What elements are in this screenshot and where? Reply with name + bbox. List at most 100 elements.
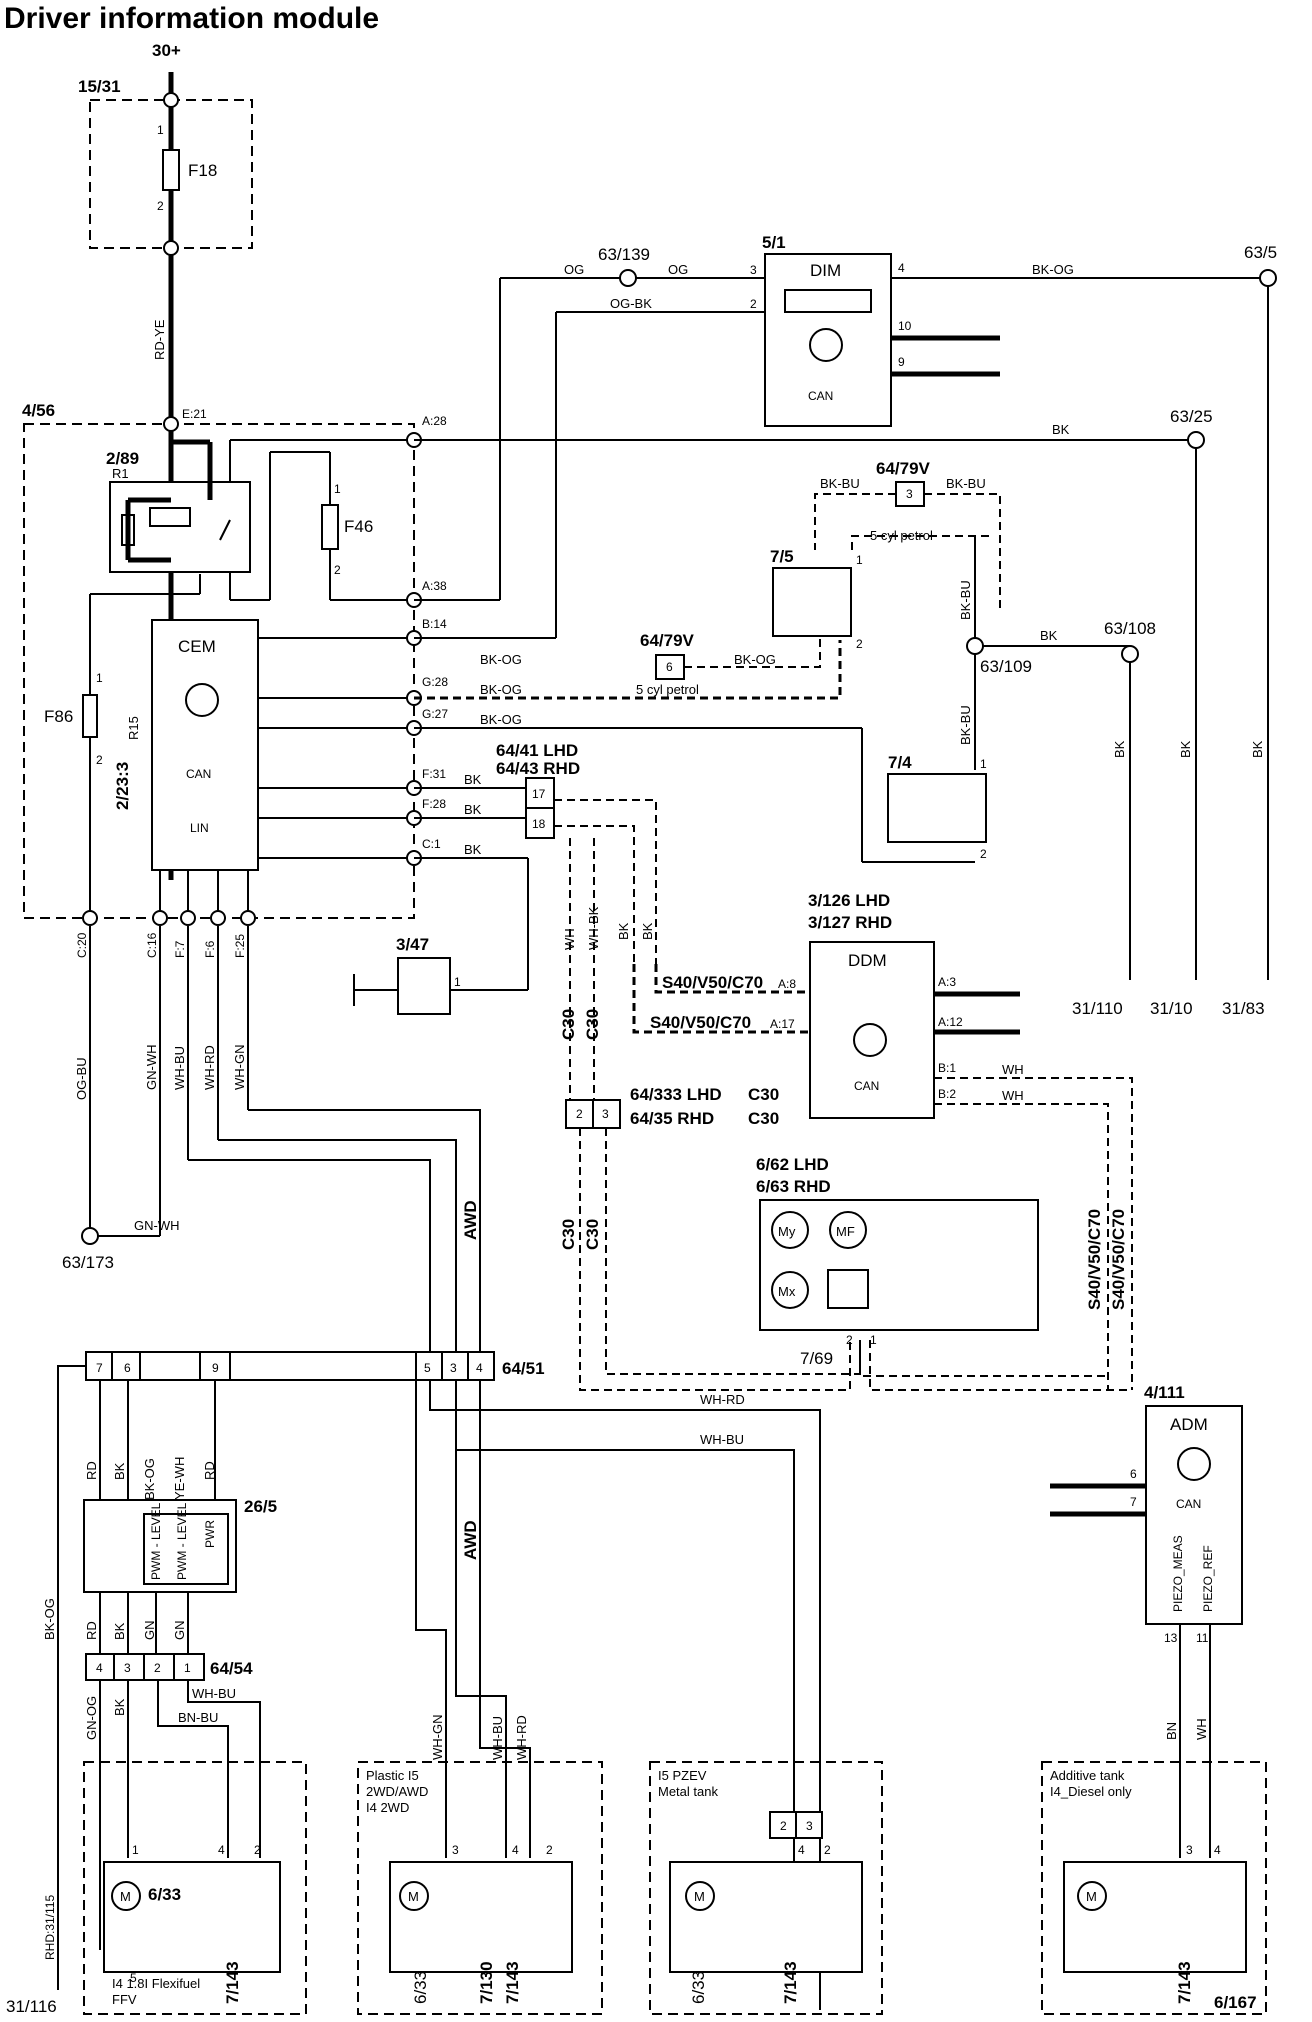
wire-rd-c: RD: [84, 1621, 99, 1640]
pin-dim2: 2: [750, 297, 757, 311]
p3-4: 4: [798, 1843, 805, 1857]
conn-6479v-a-pin: 3: [906, 487, 913, 501]
p6454-4: 4: [96, 1661, 103, 1675]
wire-bk-og-v: BK-OG: [142, 1458, 157, 1500]
pin-adm13: 13: [1164, 1631, 1178, 1645]
fuse-f46: [321, 504, 339, 550]
variant-4: [1041, 1761, 1267, 2015]
fuse-f86-pin2: 2: [96, 753, 103, 767]
pin-b14: B:14: [422, 617, 447, 631]
relay-r1: R1: [112, 466, 129, 481]
wire-bk-c: BK: [112, 1622, 127, 1640]
adm-id: 4/111: [1144, 1383, 1185, 1402]
p6451-7: 7: [96, 1361, 103, 1375]
seat-mf: MF: [836, 1224, 855, 1239]
piezo-meas: PIEZO_MEAS: [1171, 1535, 1185, 1612]
sensor-7-5: [772, 567, 852, 637]
fuse-f86-pin1: 1: [96, 671, 103, 685]
p6454-1: 1: [184, 1661, 191, 1675]
pin-ddm-b1: B:1: [938, 1061, 956, 1075]
p2-3: 3: [452, 1843, 459, 1857]
pin-dim4: 4: [898, 261, 905, 275]
pin-adm6: 6: [1130, 1467, 1137, 1481]
splice-63-109: 63/109: [980, 657, 1032, 676]
pin-adm7: 7: [1130, 1495, 1137, 1509]
pin-17: 17: [532, 787, 546, 801]
wire-rd-a: RD: [84, 1461, 99, 1480]
seat-sub: 7/69: [800, 1349, 833, 1368]
v4-a: Additive tank: [1050, 1768, 1125, 1783]
wire-wh-gn-l: WH-GN: [430, 1715, 445, 1761]
fuse-f18-pin1: 1: [157, 123, 164, 137]
u2-s2: 7/143: [503, 1961, 522, 2004]
wire-wh-a: WH: [562, 928, 577, 950]
p1-4: 4: [218, 1843, 225, 1857]
pin-c16: C:16: [145, 932, 159, 958]
v2-a: Plastic I5: [366, 1768, 419, 1783]
v4-m: M: [1086, 1889, 1097, 1904]
conn-6479v-b-label: 64/79V: [640, 631, 695, 650]
wire-bk-bu-a: BK-BU: [820, 476, 860, 491]
wire-bk-a: BK: [112, 1462, 127, 1480]
cem-lin: LIN: [190, 821, 209, 835]
pin-18: 18: [532, 817, 546, 831]
conn-6479v-b-pin: 6: [666, 660, 673, 674]
wire-wh-rd: WH-RD: [202, 1045, 217, 1090]
s74-pin2: 2: [980, 847, 987, 861]
wire-wh-adm: WH: [1194, 1718, 1209, 1740]
fusebox-top-label: 15/31: [78, 77, 121, 96]
wire-gn-a: GN: [142, 1621, 157, 1641]
u2-m: 6/33: [411, 1971, 430, 2004]
v1-sub: FFV: [112, 1992, 137, 2007]
wire-og-bu: OG-BU: [74, 1057, 89, 1100]
seat-mx: Mx: [778, 1284, 796, 1299]
pwm-level-1: PWM - LEVEL: [149, 1502, 163, 1580]
wire-wh-rd-h: WH-RD: [700, 1392, 745, 1407]
wire-bk-og-left: BK-OG: [42, 1598, 57, 1640]
s40-b: S40/V50/C70: [650, 1013, 751, 1032]
wire-wh-bu-l2: WH-BU: [490, 1716, 505, 1760]
wire-og-a: OG: [564, 262, 584, 277]
pin-c20: C:20: [75, 932, 89, 958]
conn-6443-label: 64/43 RHD: [496, 759, 580, 778]
s75-pin2: 2: [856, 637, 863, 651]
resistor-r15: R15: [126, 716, 141, 740]
pin-f31: F:31: [422, 767, 446, 781]
relay-label: 2/89: [106, 449, 139, 468]
pin-f6: F:6: [203, 940, 217, 958]
wire-wh-bu: WH-BU: [172, 1046, 187, 1090]
wire-bk-f28: BK: [464, 802, 482, 817]
seat-pin1: 1: [870, 1333, 877, 1347]
ddm-rhd: 3/127 RHD: [808, 913, 892, 932]
splice-63-139: 63/139: [598, 245, 650, 264]
pin-e21: E:21: [182, 407, 207, 421]
c30-e: C30: [748, 1085, 779, 1104]
p4-3: 3: [1186, 1843, 1193, 1857]
splice-63-108: 63/108: [1104, 619, 1156, 638]
wire-bk-og-g27: BK-OG: [480, 712, 522, 727]
ddm-lhd: 3/126 LHD: [808, 891, 890, 910]
fuse-f18: [162, 149, 180, 191]
awd-b: AWD: [461, 1520, 480, 1560]
adm-box: [1145, 1405, 1243, 1625]
wire-rd-ye: RD-YE: [152, 319, 167, 360]
wire-bn-bu: BN-BU: [178, 1710, 218, 1725]
wire-bk-x2: BK: [640, 922, 655, 940]
pin-f25: F:25: [233, 934, 247, 958]
splice-63-173: 63/173: [62, 1253, 114, 1272]
wire-wh-bu-h: WH-BU: [700, 1432, 744, 1447]
wire-wh-bk: WH-BK: [586, 906, 601, 950]
resistor-label: 2/23:3: [113, 762, 132, 810]
c30-b: C30: [583, 1009, 602, 1040]
wire-bk-bu-b: BK-BU: [946, 476, 986, 491]
wire-wh-b1: WH: [1002, 1062, 1024, 1077]
s75-pin1: 1: [856, 553, 863, 567]
conn-6479v-a-label: 64/79V: [876, 459, 931, 478]
pin-adm11: 11: [1196, 1631, 1209, 1645]
p1-1: 1: [132, 1843, 139, 1857]
u2-s1: 7/130: [477, 1961, 496, 2004]
fuse-f18-label: F18: [188, 161, 217, 180]
sw347-pin1: 1: [454, 975, 461, 989]
wire-og-bk: OG-BK: [610, 296, 652, 311]
pin-a38: A:38: [422, 579, 447, 593]
